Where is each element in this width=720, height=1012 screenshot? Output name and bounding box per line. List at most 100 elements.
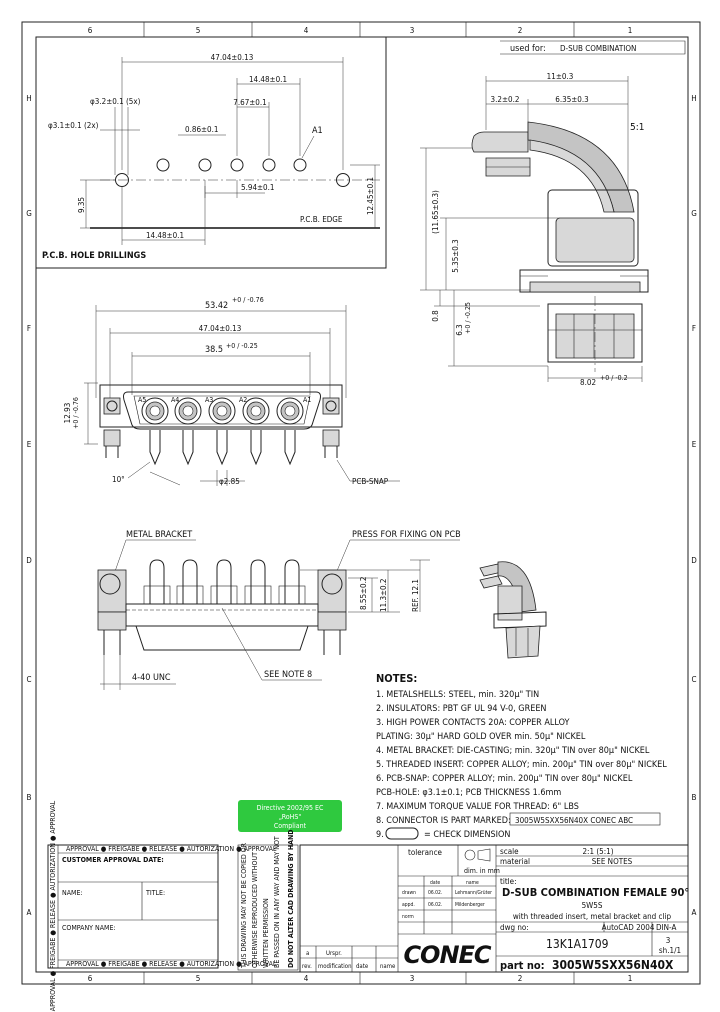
- bottom-shell: [135, 625, 309, 651]
- row-label-left: F: [27, 324, 31, 333]
- pin-label-a1: A1: [303, 396, 311, 404]
- appd-name: Mildenberger: [455, 902, 485, 908]
- dim-802-tol: +0 / -0.2: [600, 374, 628, 382]
- metal-bracket-label: METAL BRACKET: [126, 530, 192, 540]
- row-label-right: F: [692, 324, 696, 333]
- approval-company-label: COMPANY NAME:: [62, 924, 116, 932]
- dim-113: 11.3±0.2: [379, 579, 388, 613]
- dim-935: 9.35: [77, 197, 86, 213]
- dim-285: φ2.85: [219, 477, 240, 486]
- contact-hole: [293, 158, 307, 172]
- appd-label: appd.: [402, 902, 415, 908]
- row-label-left: A: [27, 908, 32, 917]
- col-label-bottom: 4: [304, 974, 309, 983]
- note-line: 6. PCB-SNAP: COPPER ALLOY; min. 200µ" TI…: [376, 774, 633, 784]
- dim-11: 11±0.3: [547, 72, 574, 81]
- note-line: 5. THREADED INSERT: COPPER ALLOY; min. 2…: [376, 760, 667, 770]
- used-for-value: D-SUB COMBINATION: [560, 44, 636, 53]
- customer-approval-box: APPROVAL ● FREIGABE ● RELEASE ● AUTORIZA…: [47, 800, 277, 1011]
- side-view: 5:1 11±0.3 3.2±0.2 6.35±0.3 (11.65±0.3) …: [420, 72, 649, 387]
- row-label-right: B: [692, 793, 697, 802]
- dim-08: 0.8: [431, 310, 440, 322]
- scale-label: scale: [500, 847, 519, 856]
- dim-635: 6.35±0.3: [555, 95, 589, 104]
- pin-label-a2: A2: [239, 396, 247, 404]
- row-label-left: B: [27, 793, 32, 802]
- rohs-badge: Directive 2002/95 EC „RoHS" Compliant: [238, 800, 342, 832]
- norm-label: norm: [402, 914, 414, 920]
- dwg-no-label: dwg no:: [500, 923, 529, 932]
- bracket-screw-left: [103, 397, 121, 415]
- bottom-view: METAL BRACKET PRESS FOR FIXING ON PCB: [97, 530, 461, 690]
- contact-hole: [156, 158, 170, 172]
- note-line: 2. INSULATORS: PBT GF UL 94 V-0, GREEN: [376, 704, 547, 714]
- dim-10deg: 10°: [112, 475, 125, 484]
- hdr-name: name: [466, 880, 479, 886]
- used-for-box: used for: D-SUB COMBINATION: [500, 40, 686, 55]
- contact-hole: [262, 158, 276, 172]
- name-header: name: [380, 963, 396, 970]
- dim-hole-31: φ3.1±0.1 (2x): [48, 121, 99, 130]
- dim-63-tol: +0 / -0.25: [464, 302, 472, 334]
- col-label-top: 4: [304, 26, 309, 35]
- pcb-title: P.C.B. HOLE DRILLINGS: [42, 251, 146, 261]
- col-label-top: 1: [628, 26, 633, 35]
- note-line: 7. MAXIMUM TORQUE VALUE FOR THREAD: 6" L…: [376, 802, 579, 812]
- see-note-8-label: SEE NOTE 8: [264, 670, 312, 680]
- appd-date: 06.02.: [428, 902, 442, 908]
- dwg-number: 13K1A1709: [546, 937, 609, 951]
- contact-hole: [230, 158, 244, 172]
- modification-header: modification: [318, 963, 352, 970]
- dim-pcb-1448-top: 14.48±0.1: [249, 75, 287, 84]
- note-line: 1. METALSHELLS: STEEL, min. 320µ" TIN: [376, 690, 539, 700]
- row-label-left: C: [26, 675, 31, 684]
- rohs-line-2: „RoHS": [279, 813, 302, 821]
- part-marking: 3005W5SXX56N40X CONEC ABC: [515, 816, 633, 825]
- row-labels: H G F E D C B A H G F E D C B A: [26, 94, 697, 917]
- pcb-snap-hole: [336, 173, 350, 187]
- note-line: 3. HIGH POWER CONTACTS 20A: COPPER ALLOY: [376, 718, 569, 728]
- sheet-size: 3: [666, 936, 671, 945]
- cad-version: AutoCAD 2004: [602, 923, 655, 932]
- din-format: DIN-A: [656, 923, 676, 932]
- check-dimension-symbol: [385, 827, 419, 840]
- contact-hole: [198, 158, 212, 172]
- part-number: 3005W5SXX56N40X: [552, 958, 674, 972]
- rev-a: a: [306, 950, 309, 957]
- row-label-right: D: [691, 556, 697, 565]
- drawn-date: 06.02.: [428, 890, 442, 896]
- column-labels: 6 5 4 3 2 1 6 5 4 3 2 1: [88, 22, 633, 984]
- warning-line: DO NOT ALTER CAD DRAWING BY HAND: [287, 829, 295, 968]
- dim-1293-tol: +0 / -0.76: [72, 397, 80, 429]
- dim-802: 8.02: [580, 378, 596, 387]
- col-label-bottom: 1: [628, 974, 633, 983]
- row-label-right: E: [692, 440, 697, 449]
- dim-855: 8.55±0.2: [359, 577, 368, 611]
- dim-385-tol: +0 / -0.25: [226, 342, 258, 350]
- material-value: SEE NOTES: [592, 857, 633, 866]
- row-label-left: E: [27, 440, 32, 449]
- pin-label-a3: A3: [205, 396, 213, 404]
- col-label-top: 2: [518, 26, 523, 35]
- scale-value: 2:1 (5:1): [582, 847, 613, 856]
- title-block: tolerance dim. in mm scale 2:1 (5:1) mat…: [299, 844, 689, 973]
- drawing-description: with threaded insert, metal bracket and …: [513, 912, 672, 921]
- rohs-line-3: Compliant: [274, 822, 307, 830]
- warning-line: THIS DRAWING MAY NOT BE COPIED OR: [240, 842, 248, 969]
- col-label-bottom: 2: [518, 974, 523, 983]
- sheet-number: sh.1/1: [659, 946, 681, 955]
- rohs-line-1: Directive 2002/95 EC: [257, 804, 324, 812]
- col-label-bottom: 6: [88, 974, 93, 983]
- side-scale: 5:1: [630, 122, 644, 133]
- dim-pcb-47: 47.04±0.13: [211, 53, 254, 62]
- approval-side-text: APPROVAL ● FREIGABE ● RELEASE ● AUTORIZA…: [49, 800, 57, 1011]
- row-label-right: A: [692, 908, 697, 917]
- dim-ref-121: REF. 12.1: [411, 579, 420, 612]
- bracket-screw-right: [322, 397, 340, 415]
- dim-1293: 12.93: [63, 403, 72, 424]
- unc-label: 4-40 UNC: [132, 673, 171, 683]
- row-label-right: C: [691, 675, 696, 684]
- copyright-warnings: THIS DRAWING MAY NOT BE COPIED OR OTHERW…: [237, 829, 299, 971]
- drawn-label: drawn: [402, 890, 416, 896]
- dim-5342-tol: +0 / -0.76: [232, 296, 264, 304]
